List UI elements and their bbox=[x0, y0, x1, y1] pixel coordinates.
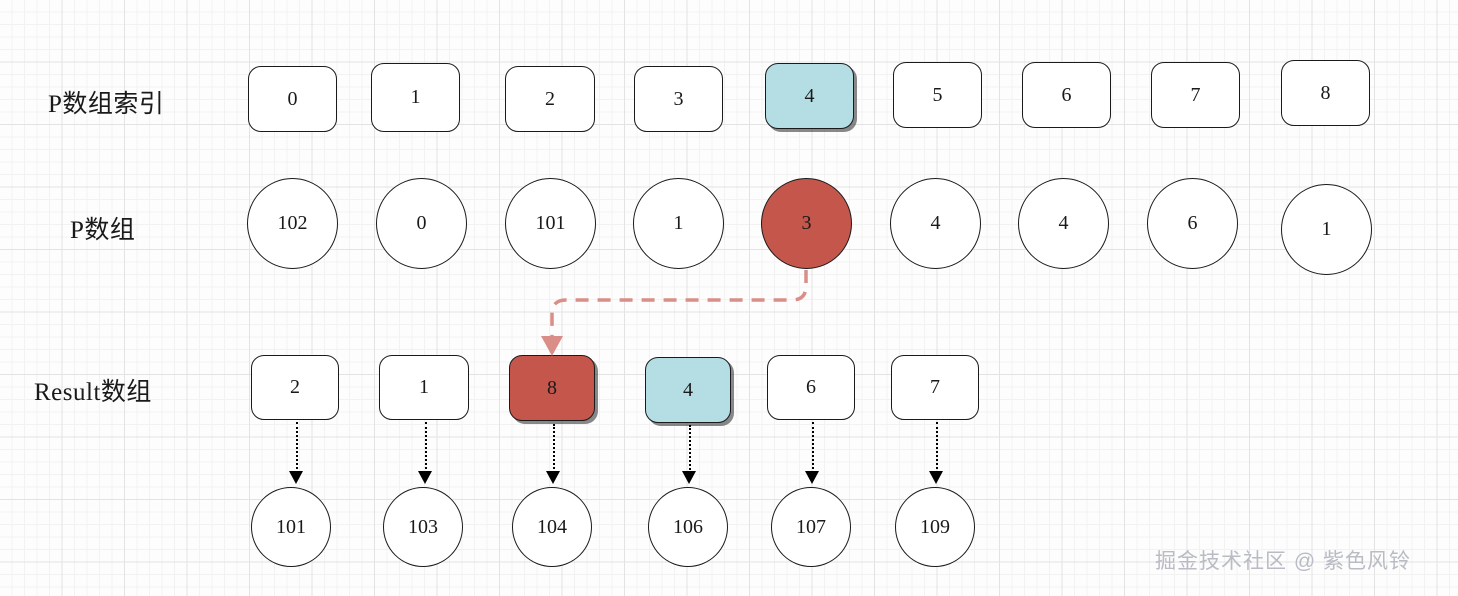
p-array-cell-6[interactable]: 4 bbox=[1018, 178, 1109, 269]
pointer-arrow-path bbox=[550, 270, 808, 340]
connector-arrowhead-icon bbox=[546, 471, 560, 484]
index-cell-7[interactable]: 7 bbox=[1151, 62, 1240, 128]
address-cell-0[interactable]: 101 bbox=[251, 487, 331, 567]
p-array-cell-0[interactable]: 102 bbox=[247, 178, 338, 269]
connector-dotted-line bbox=[689, 425, 691, 473]
result-cell-1[interactable]: 1 bbox=[379, 355, 469, 420]
result-to-address-connector-2 bbox=[546, 424, 560, 484]
result-to-address-connector-3 bbox=[682, 425, 696, 484]
result-to-address-connector-0 bbox=[289, 422, 303, 484]
connector-arrowhead-icon bbox=[805, 471, 819, 484]
index-cell-3[interactable]: 3 bbox=[634, 66, 723, 132]
connector-dotted-line bbox=[936, 422, 938, 473]
address-cell-2[interactable]: 104 bbox=[512, 487, 592, 567]
index-cell-0[interactable]: 0 bbox=[248, 66, 337, 132]
connector-arrowhead-icon bbox=[289, 471, 303, 484]
pointer-arrowhead bbox=[541, 336, 563, 356]
index-cell-4[interactable]: 4 bbox=[765, 63, 854, 129]
row-label-result-array: Result数组 bbox=[34, 379, 152, 406]
connector-arrowhead-icon bbox=[418, 471, 432, 484]
connector-dotted-line bbox=[553, 424, 555, 473]
result-to-address-connector-5 bbox=[929, 422, 943, 484]
result-cell-2[interactable]: 8 bbox=[509, 355, 595, 421]
p-array-cell-1[interactable]: 0 bbox=[376, 178, 467, 269]
connector-dotted-line bbox=[812, 422, 814, 473]
index-cell-6[interactable]: 6 bbox=[1022, 62, 1111, 128]
watermark-text: 掘金技术社区 @ 紫色风铃 bbox=[1155, 550, 1411, 573]
p-array-cell-3[interactable]: 1 bbox=[633, 178, 724, 269]
row-label-p-array-index: P数组索引 bbox=[48, 91, 165, 118]
result-cell-5[interactable]: 7 bbox=[891, 355, 979, 420]
connector-arrowhead-icon bbox=[682, 471, 696, 484]
p-array-cell-5[interactable]: 4 bbox=[890, 178, 981, 269]
index-cell-8[interactable]: 8 bbox=[1281, 60, 1370, 126]
index-cell-2[interactable]: 2 bbox=[505, 66, 595, 132]
address-cell-1[interactable]: 103 bbox=[383, 487, 463, 567]
result-cell-0[interactable]: 2 bbox=[251, 355, 339, 420]
p-array-cell-4[interactable]: 3 bbox=[761, 178, 852, 269]
address-cell-3[interactable]: 106 bbox=[648, 487, 728, 567]
index-cell-1[interactable]: 1 bbox=[371, 63, 460, 132]
row-label-p-array: P数组 bbox=[70, 217, 136, 244]
p-array-cell-8[interactable]: 1 bbox=[1281, 184, 1372, 275]
connector-dotted-line bbox=[425, 422, 427, 473]
result-to-address-connector-1 bbox=[418, 422, 432, 484]
address-cell-5[interactable]: 109 bbox=[895, 487, 975, 567]
index-cell-5[interactable]: 5 bbox=[893, 62, 982, 128]
address-cell-4[interactable]: 107 bbox=[771, 487, 851, 567]
result-to-address-connector-4 bbox=[805, 422, 819, 484]
result-cell-3[interactable]: 4 bbox=[645, 357, 731, 423]
result-cell-4[interactable]: 6 bbox=[767, 355, 855, 420]
p-array-cell-7[interactable]: 6 bbox=[1147, 178, 1238, 269]
p-array-cell-2[interactable]: 101 bbox=[505, 178, 596, 269]
connector-dotted-line bbox=[296, 422, 298, 473]
connector-arrowhead-icon bbox=[929, 471, 943, 484]
